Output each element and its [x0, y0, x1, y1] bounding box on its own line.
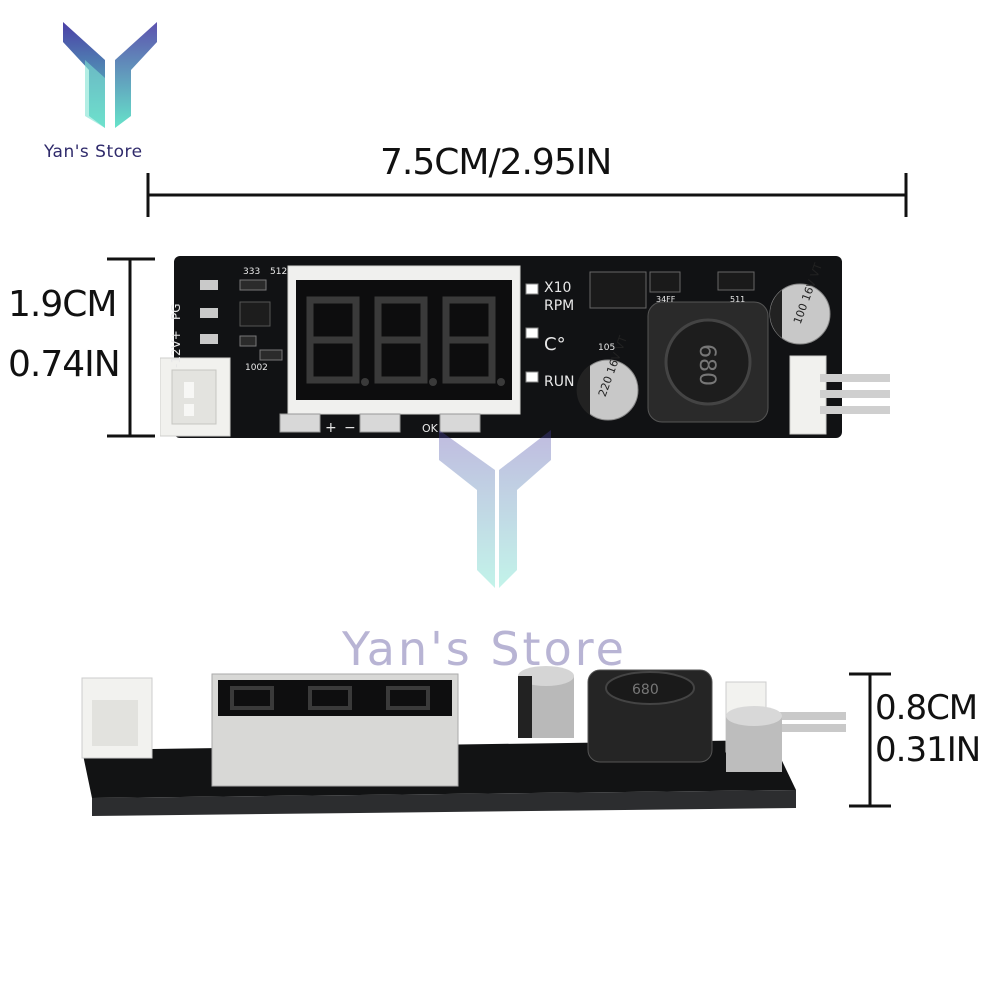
plus-label: + — [325, 420, 337, 436]
board-side-view: 680 — [81, 666, 846, 816]
length-dimension-line — [146, 173, 908, 217]
side-inductor-label: 680 — [632, 682, 659, 698]
r512-label: 512 — [270, 267, 287, 277]
store-logo-mark — [63, 22, 157, 128]
width-in-label: 0.74IN — [8, 344, 121, 385]
pg-label: PG — [169, 303, 183, 320]
power-label: -12V+ — [169, 330, 183, 368]
r105-label: 105 — [598, 343, 615, 353]
height-in-label: 0.31IN — [875, 730, 981, 770]
run-label: RUN — [544, 374, 574, 390]
led-display-side — [211, 673, 459, 787]
width-dimension-line — [107, 257, 155, 438]
left-connector — [160, 357, 231, 437]
minus-label: − — [344, 420, 356, 436]
capacitor-220 — [576, 359, 639, 421]
r511-label: 511 — [730, 295, 745, 304]
x10-label: X10 — [544, 280, 571, 296]
side-left-connector — [81, 677, 153, 759]
capacitor-100 — [769, 283, 831, 345]
right-connector — [789, 355, 890, 435]
side-capacitor-right — [726, 706, 782, 772]
board-top-view: PG -12V+ 333 512 1002 + − OK X10 RPM C° … — [160, 256, 890, 438]
led-display-top — [287, 265, 521, 415]
watermark-text: Yan's Store — [342, 622, 627, 676]
inductor-top — [647, 301, 769, 423]
store-name: Yan's Store — [44, 142, 143, 162]
buttons — [279, 413, 481, 433]
width-cm-label: 1.9CM — [8, 284, 117, 325]
side-inductor — [587, 669, 713, 763]
watermark-logo — [439, 430, 551, 588]
store-logo — [55, 20, 165, 135]
height-dimension-line — [849, 672, 891, 808]
inductor-label: 680 — [694, 344, 719, 386]
side-capacitor-left — [518, 666, 574, 738]
ok-label: OK — [422, 422, 439, 435]
rpm-label: RPM — [544, 298, 574, 314]
r333-label: 333 — [243, 267, 260, 277]
r34-label: 34FF — [656, 295, 676, 304]
r1002-label: 1002 — [245, 363, 268, 373]
celsius-label: C° — [544, 334, 566, 355]
height-cm-label: 0.8CM — [875, 688, 978, 728]
length-label: 7.5CM/2.95IN — [380, 142, 612, 183]
